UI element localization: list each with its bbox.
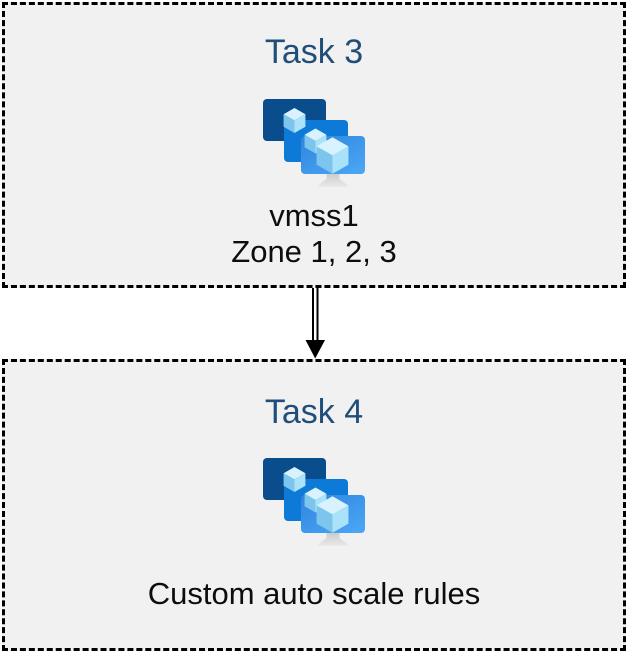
vm-scale-sets-icon [263, 99, 365, 187]
task-4-caption-group: Custom auto scale rules [148, 576, 481, 612]
vmss-name-label: vmss1 [269, 198, 359, 233]
flow-arrow-down [302, 288, 328, 359]
task-4-box: Task 4 Custom auto scale rules [2, 359, 626, 651]
vm-scale-sets-icon [263, 458, 365, 546]
autoscale-rules-label: Custom auto scale rules [147, 576, 481, 611]
task-3-box: Task 3 vmss1 Zone 1, 2, 3 [2, 2, 626, 288]
zones-label: Zone 1, 2, 3 [231, 234, 397, 269]
double-line-arrow-icon [305, 288, 325, 359]
task-3-title: Task 3 [264, 33, 364, 71]
task-4-title: Task 4 [264, 393, 364, 431]
task-3-caption-group: vmss1 Zone 1, 2, 3 [231, 198, 396, 270]
